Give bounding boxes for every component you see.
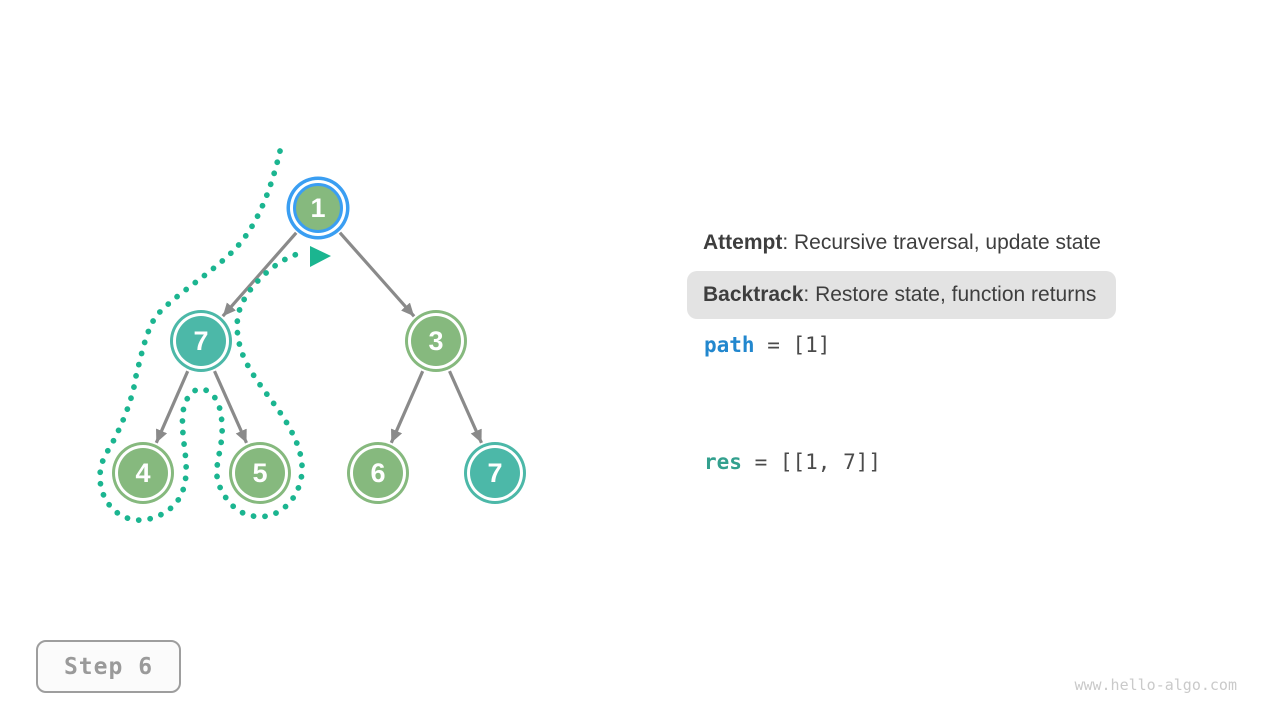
step-badge: Step 6 xyxy=(36,640,181,693)
backtrack-label: Backtrack xyxy=(703,283,804,306)
tree-node-4: 4 xyxy=(118,448,168,498)
tree-node-6: 6 xyxy=(353,448,403,498)
tree-node-7: 7 xyxy=(176,316,226,366)
attempt-text: : Recursive traversal, update state xyxy=(782,231,1101,254)
attempt-label: Attempt xyxy=(703,231,783,254)
backtrack-route-dotted-path xyxy=(97,148,309,523)
res-value: = [[1, 7]] xyxy=(741,450,882,474)
attempt-caption: Attempt: Recursive traversal, update sta… xyxy=(703,230,1101,256)
backtrack-route-arrowhead-icon xyxy=(310,246,331,267)
tree-node-1: 1 xyxy=(293,183,343,233)
res-variable-line: res = [[1, 7]] xyxy=(704,450,881,475)
path-value: = [1] xyxy=(754,333,831,357)
tree-edge xyxy=(154,370,190,444)
tree-node-3: 3 xyxy=(411,316,461,366)
path-variable-line: path = [1] xyxy=(704,333,830,358)
tree-edge xyxy=(448,370,483,444)
backtrack-text: : Restore state, function returns xyxy=(803,283,1097,306)
tree-node-5: 5 xyxy=(235,448,285,498)
site-watermark: www.hello-algo.com xyxy=(1074,676,1237,694)
backtrack-caption-pill: Backtrack: Restore state, function retur… xyxy=(687,271,1117,319)
path-keyword: path xyxy=(704,333,755,357)
tree-edge xyxy=(389,370,425,444)
tree-edge xyxy=(338,231,416,318)
tree-node-7: 7 xyxy=(470,448,520,498)
res-keyword: res xyxy=(704,450,742,474)
tree-edges xyxy=(154,231,483,444)
tree-edge xyxy=(213,370,248,444)
tree-edge xyxy=(221,231,298,318)
